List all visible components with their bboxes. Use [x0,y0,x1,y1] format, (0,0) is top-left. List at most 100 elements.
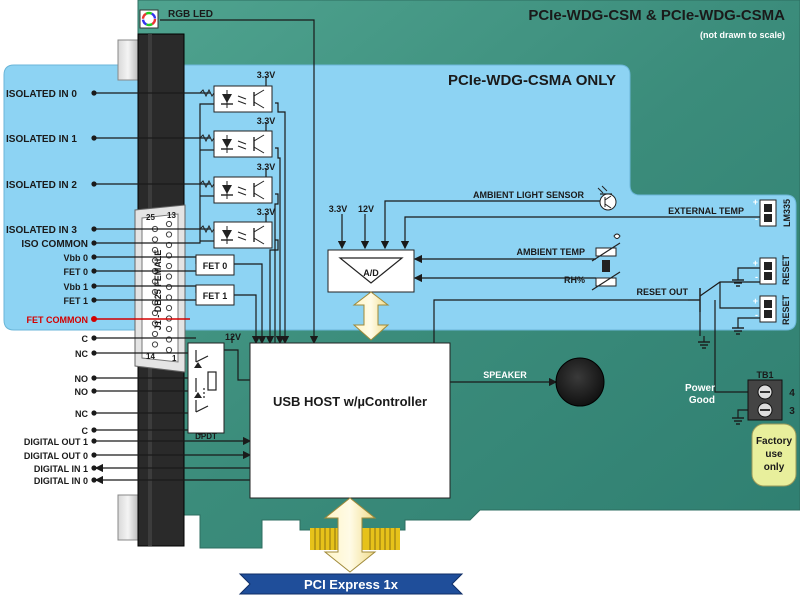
terminal-dot [91,350,97,356]
factory-line2: use [765,449,783,460]
bus-arrow-adc [352,291,390,341]
label-din0: DIGITAL IN 0 [34,476,88,486]
optocoupler-2 [199,176,273,204]
speaker-label: SPEAKER [483,370,527,380]
label-dout1: DIGITAL OUT 1 [24,437,88,447]
db25-pin [165,325,173,333]
usb-host-box [249,342,451,499]
opto3-supply: 3.3V [257,207,276,217]
pin-14-label: 14 [146,352,155,361]
db25-pin [165,262,173,270]
label-dout0: DIGITAL OUT 0 [24,451,88,461]
connector-label: J1 - DB25 FEMALE [153,250,163,331]
label-din1: DIGITAL IN 1 [34,464,88,474]
label-c2: C [82,426,89,436]
db25-pin [151,341,159,348]
adc-label: A/D [363,268,379,278]
tb1-label: TB1 [756,370,773,380]
label-c1: C [82,334,89,344]
terminal-dot [91,268,97,274]
db25-pin [151,330,159,338]
terminal-dot [91,388,97,394]
db25-pin [151,278,159,285]
rgb-led-label: RGB LED [168,9,213,20]
label-iso0: ISOLATED IN 0 [6,89,77,100]
reset1-plus: + [753,258,758,268]
csma-only-label: PCIe-WDG-CSMA ONLY [448,72,616,89]
terminal-dot [91,90,97,96]
tb1-pin3: 3 [789,406,795,417]
reset2-minus: - [755,310,758,320]
ambient-temp-label: AMBIENT TEMP [517,247,586,257]
fet-common-terminal [91,316,97,322]
terminal-dot [91,465,97,471]
speaker-icon [555,357,605,407]
fet1-box-label: FET 1 [203,291,228,301]
db25-pin [165,294,173,301]
db25-pin [151,257,159,264]
fet0-box [195,254,235,276]
db25-pin [165,231,173,238]
adc-box [327,249,415,293]
terminal-dot [91,226,97,232]
power-good-line1: Power [685,383,715,394]
terminal-dot [91,181,97,187]
light-sensor-transistor [597,185,617,211]
db25-pin [165,273,173,280]
fet0-box-label: FET 0 [203,261,228,271]
factory-line3: only [764,462,785,473]
pin-25-label: 25 [146,213,155,222]
terminal-dot [91,283,97,289]
db25-pin [151,309,159,317]
db25-pin [151,320,159,327]
optocoupler-1 [199,130,273,158]
opto1-supply: 3.3V [257,116,276,126]
opto2-supply: 3.3V [257,162,276,172]
terminal-dot [91,254,97,260]
dpdt-label: DPDT [195,432,217,441]
label-iso2: ISOLATED IN 2 [6,180,77,191]
db25-pin [165,220,173,228]
adc-supply-33: 3.3V [329,204,348,214]
reset-label-2: RESET [781,294,791,325]
db25-pin [165,304,173,312]
terminal-dot [91,452,97,458]
reset-connector-2 [759,295,777,323]
page-subtitle: (not drawn to scale) [700,30,785,40]
terminal-dot [91,427,97,433]
relay-supply: 12V [225,332,241,342]
lm335-connector [759,199,777,227]
opto0-supply: 3.3V [257,70,276,80]
db25-pin [151,236,159,243]
humidity-sensor [602,260,610,272]
lm335-plus: + [753,197,758,207]
label-iso3: ISOLATED IN 3 [6,225,77,236]
db25-pin [165,346,173,354]
pin-1-label: 1 [172,354,177,363]
optocoupler-0 [199,85,273,113]
pcie-gold-fingers [310,528,400,550]
db25-pin [165,283,173,291]
terminal-dot [91,240,97,246]
reset2-plus: + [753,296,758,306]
label-vbb0: Vbb 0 [63,253,88,263]
terminal-dot [91,477,97,483]
wiring [94,19,760,485]
terminal-dot [91,335,97,341]
rgb-led [139,9,159,29]
label-iso-common: ISO COMMON [21,239,88,250]
usb-host-label: USB HOST w/µController [273,394,427,409]
terminal-dot [91,438,97,444]
factory-line1: Factory [756,436,793,447]
reset-label-1: RESET [781,254,791,285]
optocoupler-3 [199,221,273,249]
pci-express-label: PCI Express 1x [304,577,399,592]
db25-pin [151,288,159,296]
rh-label: RH% [564,275,585,285]
reset1-minus: - [755,272,758,282]
reset-connector-1 [759,257,777,285]
label-fet1: FET 1 [63,296,88,306]
db25-pin [151,246,159,254]
label-nc1: NC [75,349,88,359]
